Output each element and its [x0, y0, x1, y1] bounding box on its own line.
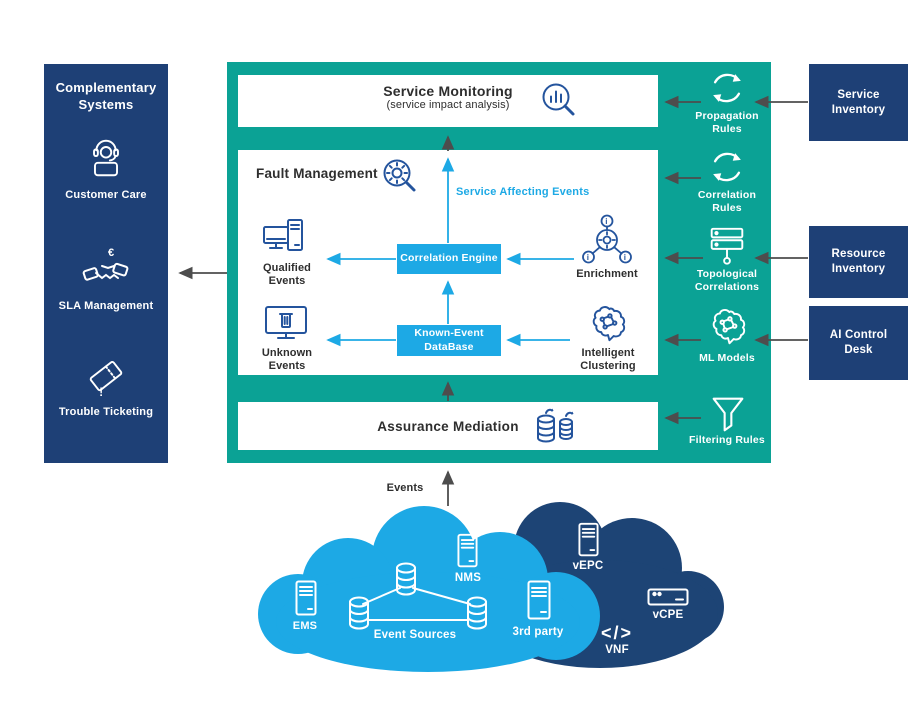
ml-models-label: ML Models [699, 352, 755, 364]
svg-text:i: i [624, 253, 626, 262]
svg-text:!: ! [99, 387, 103, 399]
nms-server-icon [457, 533, 478, 569]
ticket-icon: ! [83, 352, 129, 402]
resource-inventory-box: Resource Inventory [809, 226, 908, 298]
trouble-ticketing-label: Trouble Ticketing [58, 406, 154, 418]
service-inventory-label: Service Inventory [831, 88, 886, 116]
propagation-rules-icon cycle-icon [704, 66, 750, 110]
customer-care-label: Customer Care [65, 189, 147, 201]
gear-magnifier-icon [378, 156, 422, 200]
vepc-label: vEPC [572, 560, 604, 572]
assurance-mediation-box: Assurance Mediation [238, 402, 658, 450]
topological-correlations-label: Topological Correlations [694, 268, 760, 294]
service-monitoring-box: Service Monitoring (service impact analy… [238, 75, 658, 127]
sla-management-label: SLA Management [58, 300, 154, 312]
filtering-rules-label: Filtering Rules [689, 434, 765, 446]
vepc-server-icon [578, 522, 599, 558]
assurance-mediation-title: Assurance Mediation [377, 419, 519, 434]
chart-magnifier-icon [538, 81, 580, 123]
handshake-icon: € [81, 246, 131, 292]
vnf-label: VNF [605, 644, 629, 656]
known-event-database-node: Known-Event DataBase [397, 325, 501, 356]
qualified-events-icon [262, 218, 312, 262]
complementary-systems-panel: Complementary Systems Customer Care € SL… [44, 64, 168, 463]
event-sources-icon [340, 558, 490, 638]
correlation-engine-node: Correlation Engine [397, 244, 501, 274]
ai-control-desk-box: AI Control Desk [809, 306, 908, 380]
filtering-rules-icon funnel-icon [706, 392, 750, 436]
enrichment-icon: i i i [580, 214, 634, 266]
unknown-events-icon [264, 305, 310, 345]
events-flow-label: Events [386, 482, 424, 494]
nms-label: NMS [454, 572, 482, 584]
fault-management-title: Fault Management [256, 166, 378, 181]
resource-inventory-label: Resource Inventory [831, 248, 886, 275]
propagation-rules-label: Propagation Rules [695, 110, 759, 136]
third-party-label: 3rd party [512, 626, 564, 638]
intelligent-clustering-label: Intelligent Clustering [580, 347, 636, 373]
service-monitoring-subtitle: (service impact analysis) [386, 99, 510, 111]
ems-server-icon [295, 580, 317, 617]
complementary-systems-title: Complementary Systems [55, 80, 157, 112]
ai-control-desk-label: AI Control Desk [829, 329, 888, 356]
event-sources-label: Event Sources [373, 629, 457, 641]
clustering-brain-icon [585, 302, 631, 346]
correlation-rules-icon cycle-icon [704, 145, 750, 189]
mediation-databases-icon [533, 406, 579, 448]
third-party-server-icon [527, 580, 551, 621]
unknown-events-label: Unknown Events [261, 347, 313, 373]
svg-text:€: € [108, 247, 114, 259]
topological-correlations-icon server-stack-icon [704, 224, 750, 268]
ems-label: EMS [292, 620, 318, 632]
svg-text:i: i [587, 253, 589, 262]
customer-care-icon [83, 134, 129, 182]
vcpe-label: vCPE [652, 609, 684, 621]
vcpe-router-icon [647, 588, 689, 606]
vnf-code-icon: </> [600, 623, 634, 643]
fault-management-box: Fault Management Service Affecting Event… [238, 150, 658, 375]
service-affecting-events-label: Service Affecting Events [456, 186, 590, 198]
qualified-events-label: Qualified Events [263, 262, 311, 288]
correlation-rules-label: Correlation Rules [697, 189, 757, 215]
svg-text:i: i [605, 217, 607, 226]
service-monitoring-title: Service Monitoring [383, 83, 513, 99]
service-inventory-box: Service Inventory [809, 64, 908, 141]
ml-models-icon brain-icon [705, 304, 751, 350]
enrichment-label: Enrichment [576, 268, 638, 280]
